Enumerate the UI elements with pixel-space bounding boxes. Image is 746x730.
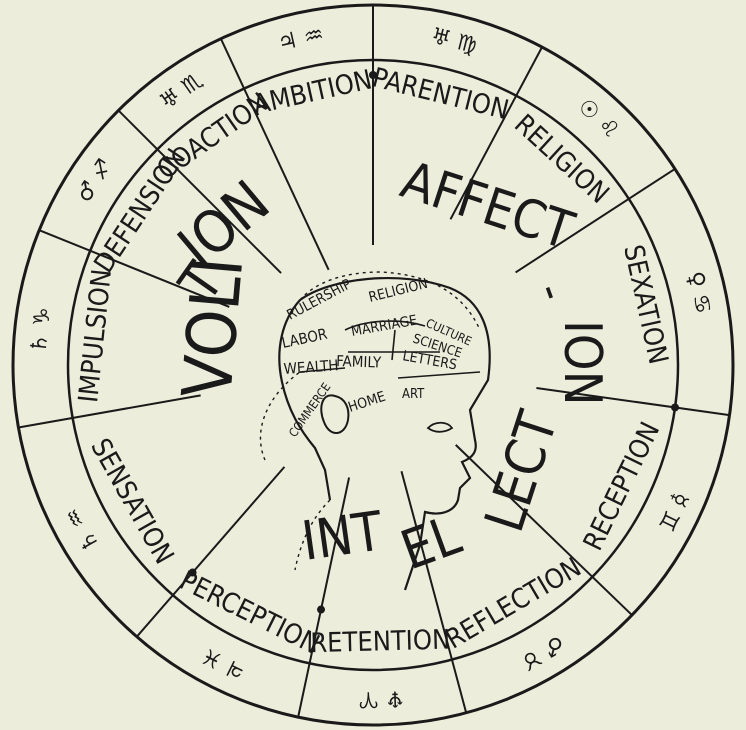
head-labor: LABOR [280, 325, 329, 352]
zodiac-symbol: ♆ ♈ [358, 685, 405, 711]
zodiac-symbol: ♃ ♒ [275, 22, 326, 56]
zodiac-symbol: ☿ ♊ [653, 488, 693, 535]
intellect-lect: LECT [472, 404, 570, 539]
head-marriage: MARRIAGE [350, 313, 419, 340]
head-family: FAMILY [336, 352, 382, 372]
affection-dash: - [525, 275, 581, 308]
intellect-el: EL [393, 503, 469, 582]
zodiac-symbol: ♂ ♐ [72, 155, 118, 208]
zodiac-symbol: ♅ ♏ [156, 68, 208, 115]
head-commerce: COMMERCE [286, 380, 334, 440]
zodiac-symbol: ☉ ♌ [573, 94, 624, 144]
zodiac-symbol: ♄ ♑ [26, 306, 56, 355]
intellect-int: INT [298, 499, 387, 573]
head-home: HOME [346, 389, 387, 416]
volition-group: VOLI T ION [165, 167, 282, 401]
head-religion: RELIGION [367, 276, 429, 306]
zodiac-symbol: ♅ ♍ [428, 24, 479, 59]
affection-ion: ION [552, 320, 612, 406]
sector-label-parention: PARENTION [369, 62, 512, 126]
sector-label-impulsion: IMPULSION [73, 268, 118, 404]
sector-label-sensation: SENSATION [84, 433, 179, 569]
sector-label-sexation: SEXATION [617, 242, 673, 367]
divider-dot [317, 606, 325, 614]
sector-label-retention: RETENTION [310, 625, 451, 660]
head-wealth: WEALTH [283, 356, 339, 378]
zodiac-symbol: ♂ ♉ [516, 630, 569, 675]
head-labels: RULERSHIP LABOR WEALTH COMMERCE RELIGION… [280, 276, 474, 440]
head-rulership: RULERSHIP [284, 276, 354, 323]
zodiac-symbol: ♄ ♒ [60, 503, 105, 556]
divider-dot [671, 403, 679, 411]
head-art: ART [402, 387, 425, 402]
zodiac-symbol: ♃ ♓ [198, 642, 251, 685]
sector-divider [18, 395, 200, 427]
zodiac-symbol: ♀ ♋ [682, 269, 716, 316]
